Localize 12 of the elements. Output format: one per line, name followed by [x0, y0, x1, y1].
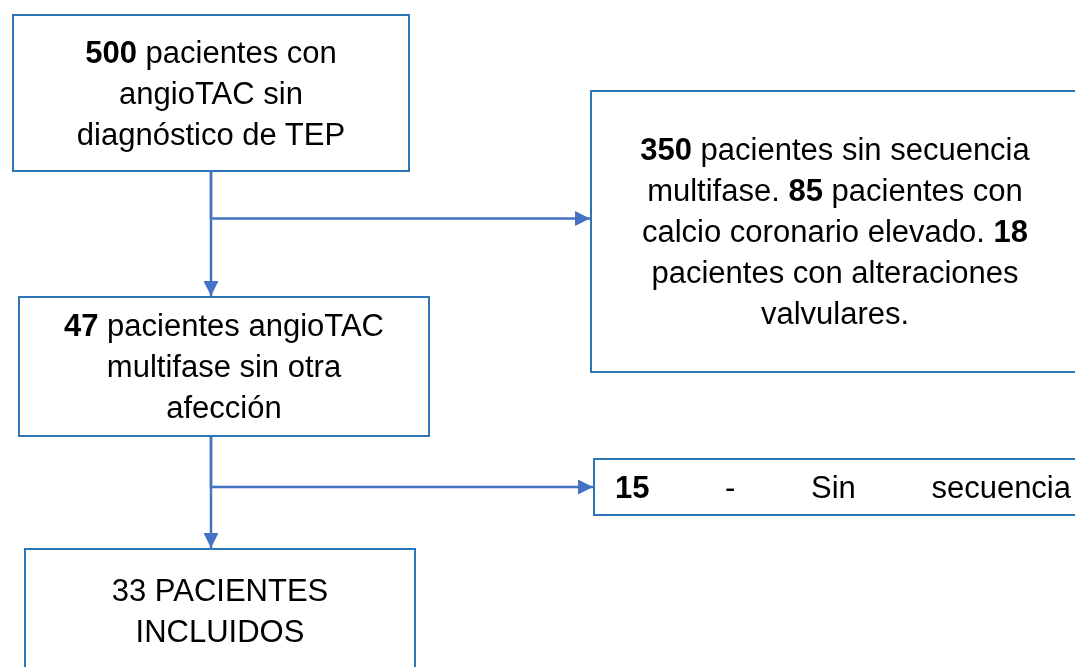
- box-text: 33 PACIENTES INCLUIDOS: [110, 571, 330, 651]
- process-box: [593, 458, 1075, 516]
- box-text: 500 pacientes con angioTAC sin diagnóstico de TEP: [75, 33, 347, 154]
- arrow: [209, 437, 593, 495]
- process-box: [590, 90, 1075, 373]
- box-text: 15 - Sin secuencia: [614, 468, 1072, 507]
- box-text: 350 pacientes sin secuencia multifase. 85 pacientes con calcio coronario elevado. 18 pacientes con alteraciones valvulares.: [639, 131, 1031, 333]
- process-box: [18, 296, 430, 437]
- process-box: [12, 14, 410, 172]
- process-box: [24, 548, 416, 667]
- box-text: 47 pacientes angioTAC multifase sin otra afección: [63, 307, 385, 427]
- arrow: [209, 172, 590, 226]
